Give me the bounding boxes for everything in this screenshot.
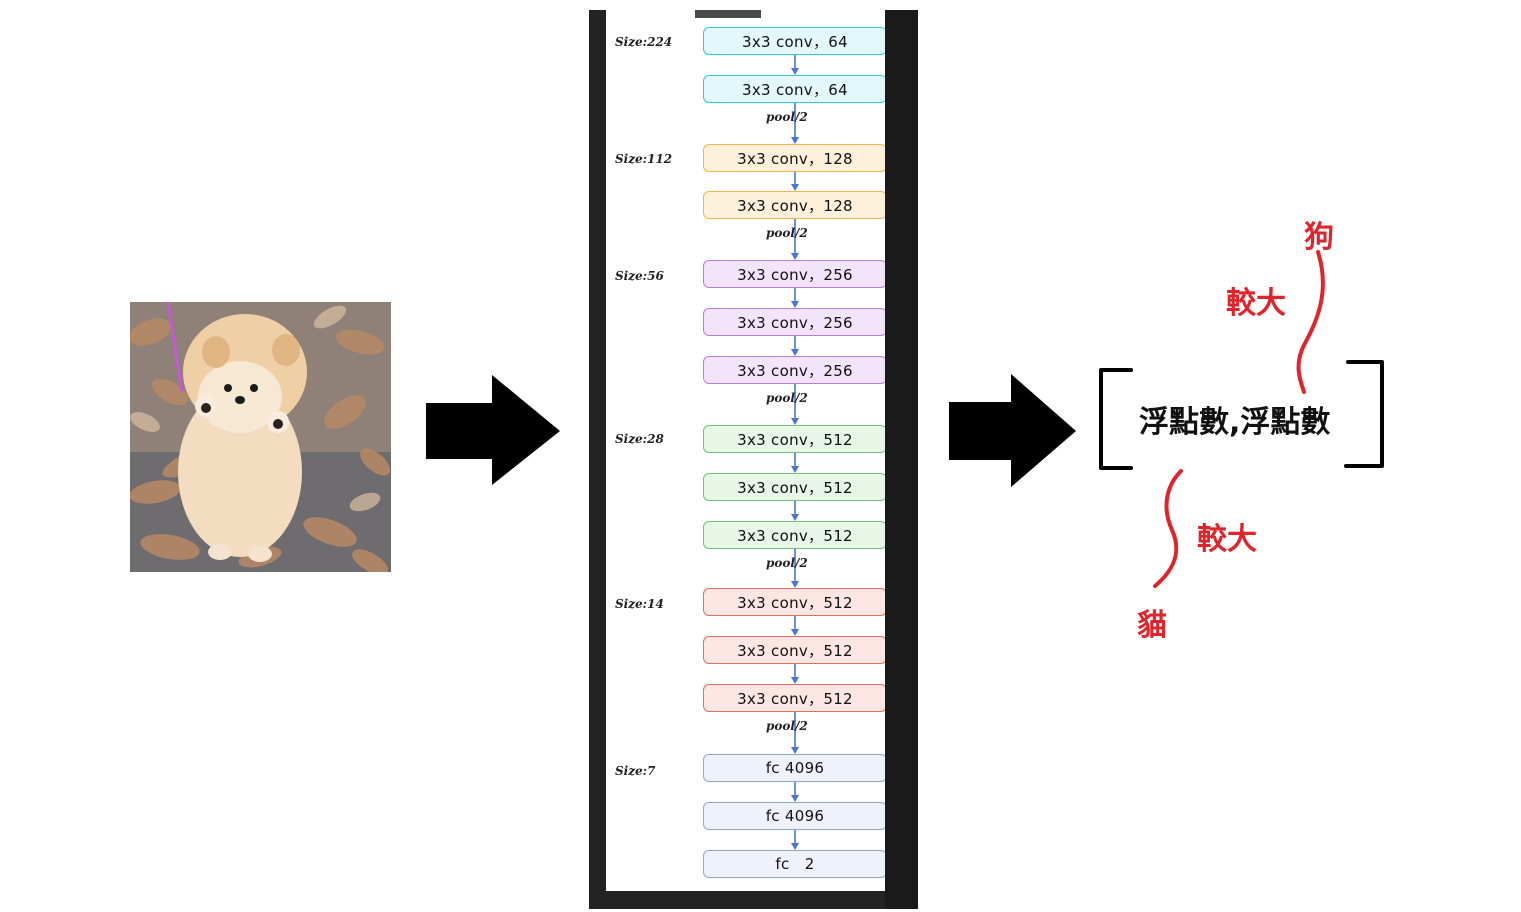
size-label: Size:14 bbox=[615, 597, 664, 611]
layer-box: 3x3 conv，128 bbox=[703, 191, 887, 219]
layer-box: fc 4096 bbox=[703, 802, 887, 830]
label-larger-bottom: 較大 bbox=[1197, 522, 1257, 557]
label-larger-top: 較大 bbox=[1226, 286, 1286, 321]
connector-arrowhead bbox=[791, 68, 799, 75]
layer-box: 3x3 conv，256 bbox=[703, 308, 887, 336]
layer-box: 3x3 conv，256 bbox=[703, 260, 887, 288]
panel-top-handle bbox=[695, 10, 761, 18]
connector-arrowhead bbox=[791, 514, 799, 521]
connector-arrowhead bbox=[791, 466, 799, 473]
layer-box: 3x3 conv，512 bbox=[703, 636, 887, 664]
layer-box: 3x3 conv，512 bbox=[703, 521, 887, 549]
connector-arrowhead bbox=[791, 747, 799, 754]
connector-arrowhead bbox=[791, 629, 799, 636]
layer-box: 3x3 conv，64 bbox=[703, 27, 887, 55]
input-dog-photo bbox=[128, 301, 391, 575]
size-label: Size:56 bbox=[615, 269, 664, 283]
pool-label: pool/2 bbox=[766, 110, 808, 124]
size-label: Size:112 bbox=[615, 152, 673, 166]
layer-box: fc 2 bbox=[703, 850, 887, 878]
layer-box: 3x3 conv，256 bbox=[703, 356, 887, 384]
connector-arrowhead bbox=[791, 418, 799, 425]
label-cat: 貓 bbox=[1137, 608, 1167, 643]
layer-box: 3x3 conv，512 bbox=[703, 588, 887, 616]
label-dog: 狗 bbox=[1304, 220, 1334, 255]
panel-right-edge bbox=[885, 10, 918, 909]
connector-arrowhead bbox=[791, 184, 799, 191]
size-label: Size:7 bbox=[615, 764, 656, 778]
connector-arrowhead bbox=[791, 677, 799, 684]
connector-arrows bbox=[791, 55, 799, 850]
connector-arrowhead bbox=[791, 253, 799, 260]
layer-box: 3x3 conv，64 bbox=[703, 75, 887, 103]
size-label: Size:28 bbox=[615, 432, 664, 446]
output-vector-values: 浮點數,浮點數 bbox=[1139, 405, 1331, 440]
pool-label: pool/2 bbox=[766, 719, 808, 733]
connector-arrowhead bbox=[791, 349, 799, 356]
annotation-curve-cat bbox=[1148, 468, 1188, 594]
output-vector-brackets bbox=[1096, 358, 1391, 478]
layer-box: 3x3 conv，512 bbox=[703, 684, 887, 712]
connector-arrowhead bbox=[791, 843, 799, 850]
layer-box: 3x3 conv，128 bbox=[703, 144, 887, 172]
connector-arrowhead bbox=[791, 301, 799, 308]
pool-label: pool/2 bbox=[766, 391, 808, 405]
layer-box: 3x3 conv，512 bbox=[703, 425, 887, 453]
connector-arrowhead bbox=[791, 795, 799, 802]
pool-label: pool/2 bbox=[766, 556, 808, 570]
layer-box: 3x3 conv，512 bbox=[703, 473, 887, 501]
connector-arrowhead bbox=[791, 581, 799, 588]
flow-arrow-right bbox=[426, 375, 561, 487]
annotation-curve-dog bbox=[1290, 250, 1330, 399]
pool-label: pool/2 bbox=[766, 226, 808, 240]
layer-box: fc 4096 bbox=[703, 754, 887, 782]
connector-arrowhead bbox=[791, 137, 799, 144]
size-label: Size:224 bbox=[615, 35, 673, 49]
flow-arrow-right bbox=[949, 374, 1077, 488]
